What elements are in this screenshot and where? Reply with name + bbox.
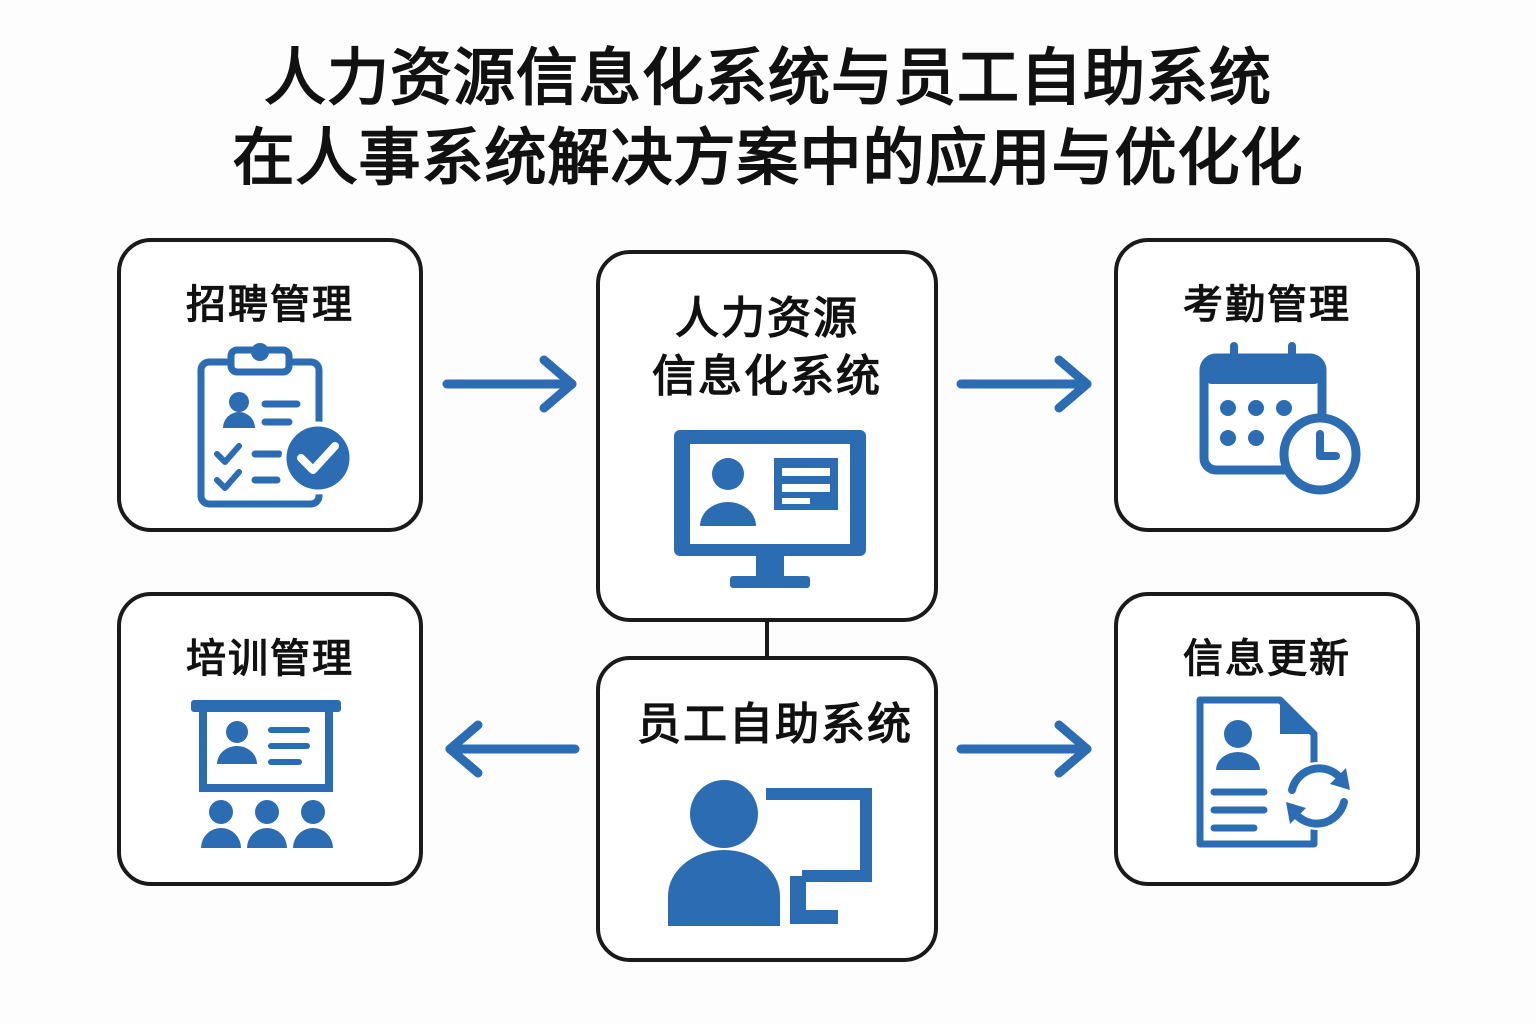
diagram-title-line2: 在人事系统解决方案中的应用与优化化: [232, 121, 1304, 194]
node-training: 培训管理: [117, 592, 423, 886]
arrow-ess-to-training: [445, 720, 580, 778]
diagram-title-line1: 人力资源信息化系统与员工自助系统: [263, 41, 1272, 114]
node-info-update-label: 信息更新: [1183, 636, 1351, 682]
user-terminal-icon: [668, 780, 872, 926]
node-hris-label-line2: 信息化系统: [652, 351, 882, 402]
node-recruit: 招聘管理: [117, 238, 423, 532]
node-recruit-label: 招聘管理: [186, 282, 354, 328]
node-ess: 员工自助系统: [596, 656, 938, 962]
node-hris-label: 人力资源 信息化系统: [600, 290, 934, 406]
arrow-recruit-to-hris: [442, 355, 577, 413]
node-info-update: 信息更新: [1114, 592, 1420, 886]
node-hris-label-line1: 人力资源: [675, 293, 859, 344]
calendar-clock-icon: [1199, 342, 1361, 495]
clipboard-check-icon: [197, 343, 355, 508]
arrow-hris-to-attendance: [956, 355, 1092, 413]
node-training-label: 培训管理: [186, 636, 354, 682]
node-ess-label: 员工自助系统: [637, 699, 913, 750]
monitor-profile-icon: [674, 430, 866, 588]
node-attendance: 考勤管理: [1114, 238, 1420, 532]
document-refresh-icon: [1196, 696, 1352, 848]
node-hris: 人力资源 信息化系统: [596, 250, 938, 622]
arrow-ess-to-info-update: [956, 720, 1092, 778]
presentation-board-icon: [191, 700, 341, 848]
node-attendance-label: 考勤管理: [1183, 282, 1351, 328]
